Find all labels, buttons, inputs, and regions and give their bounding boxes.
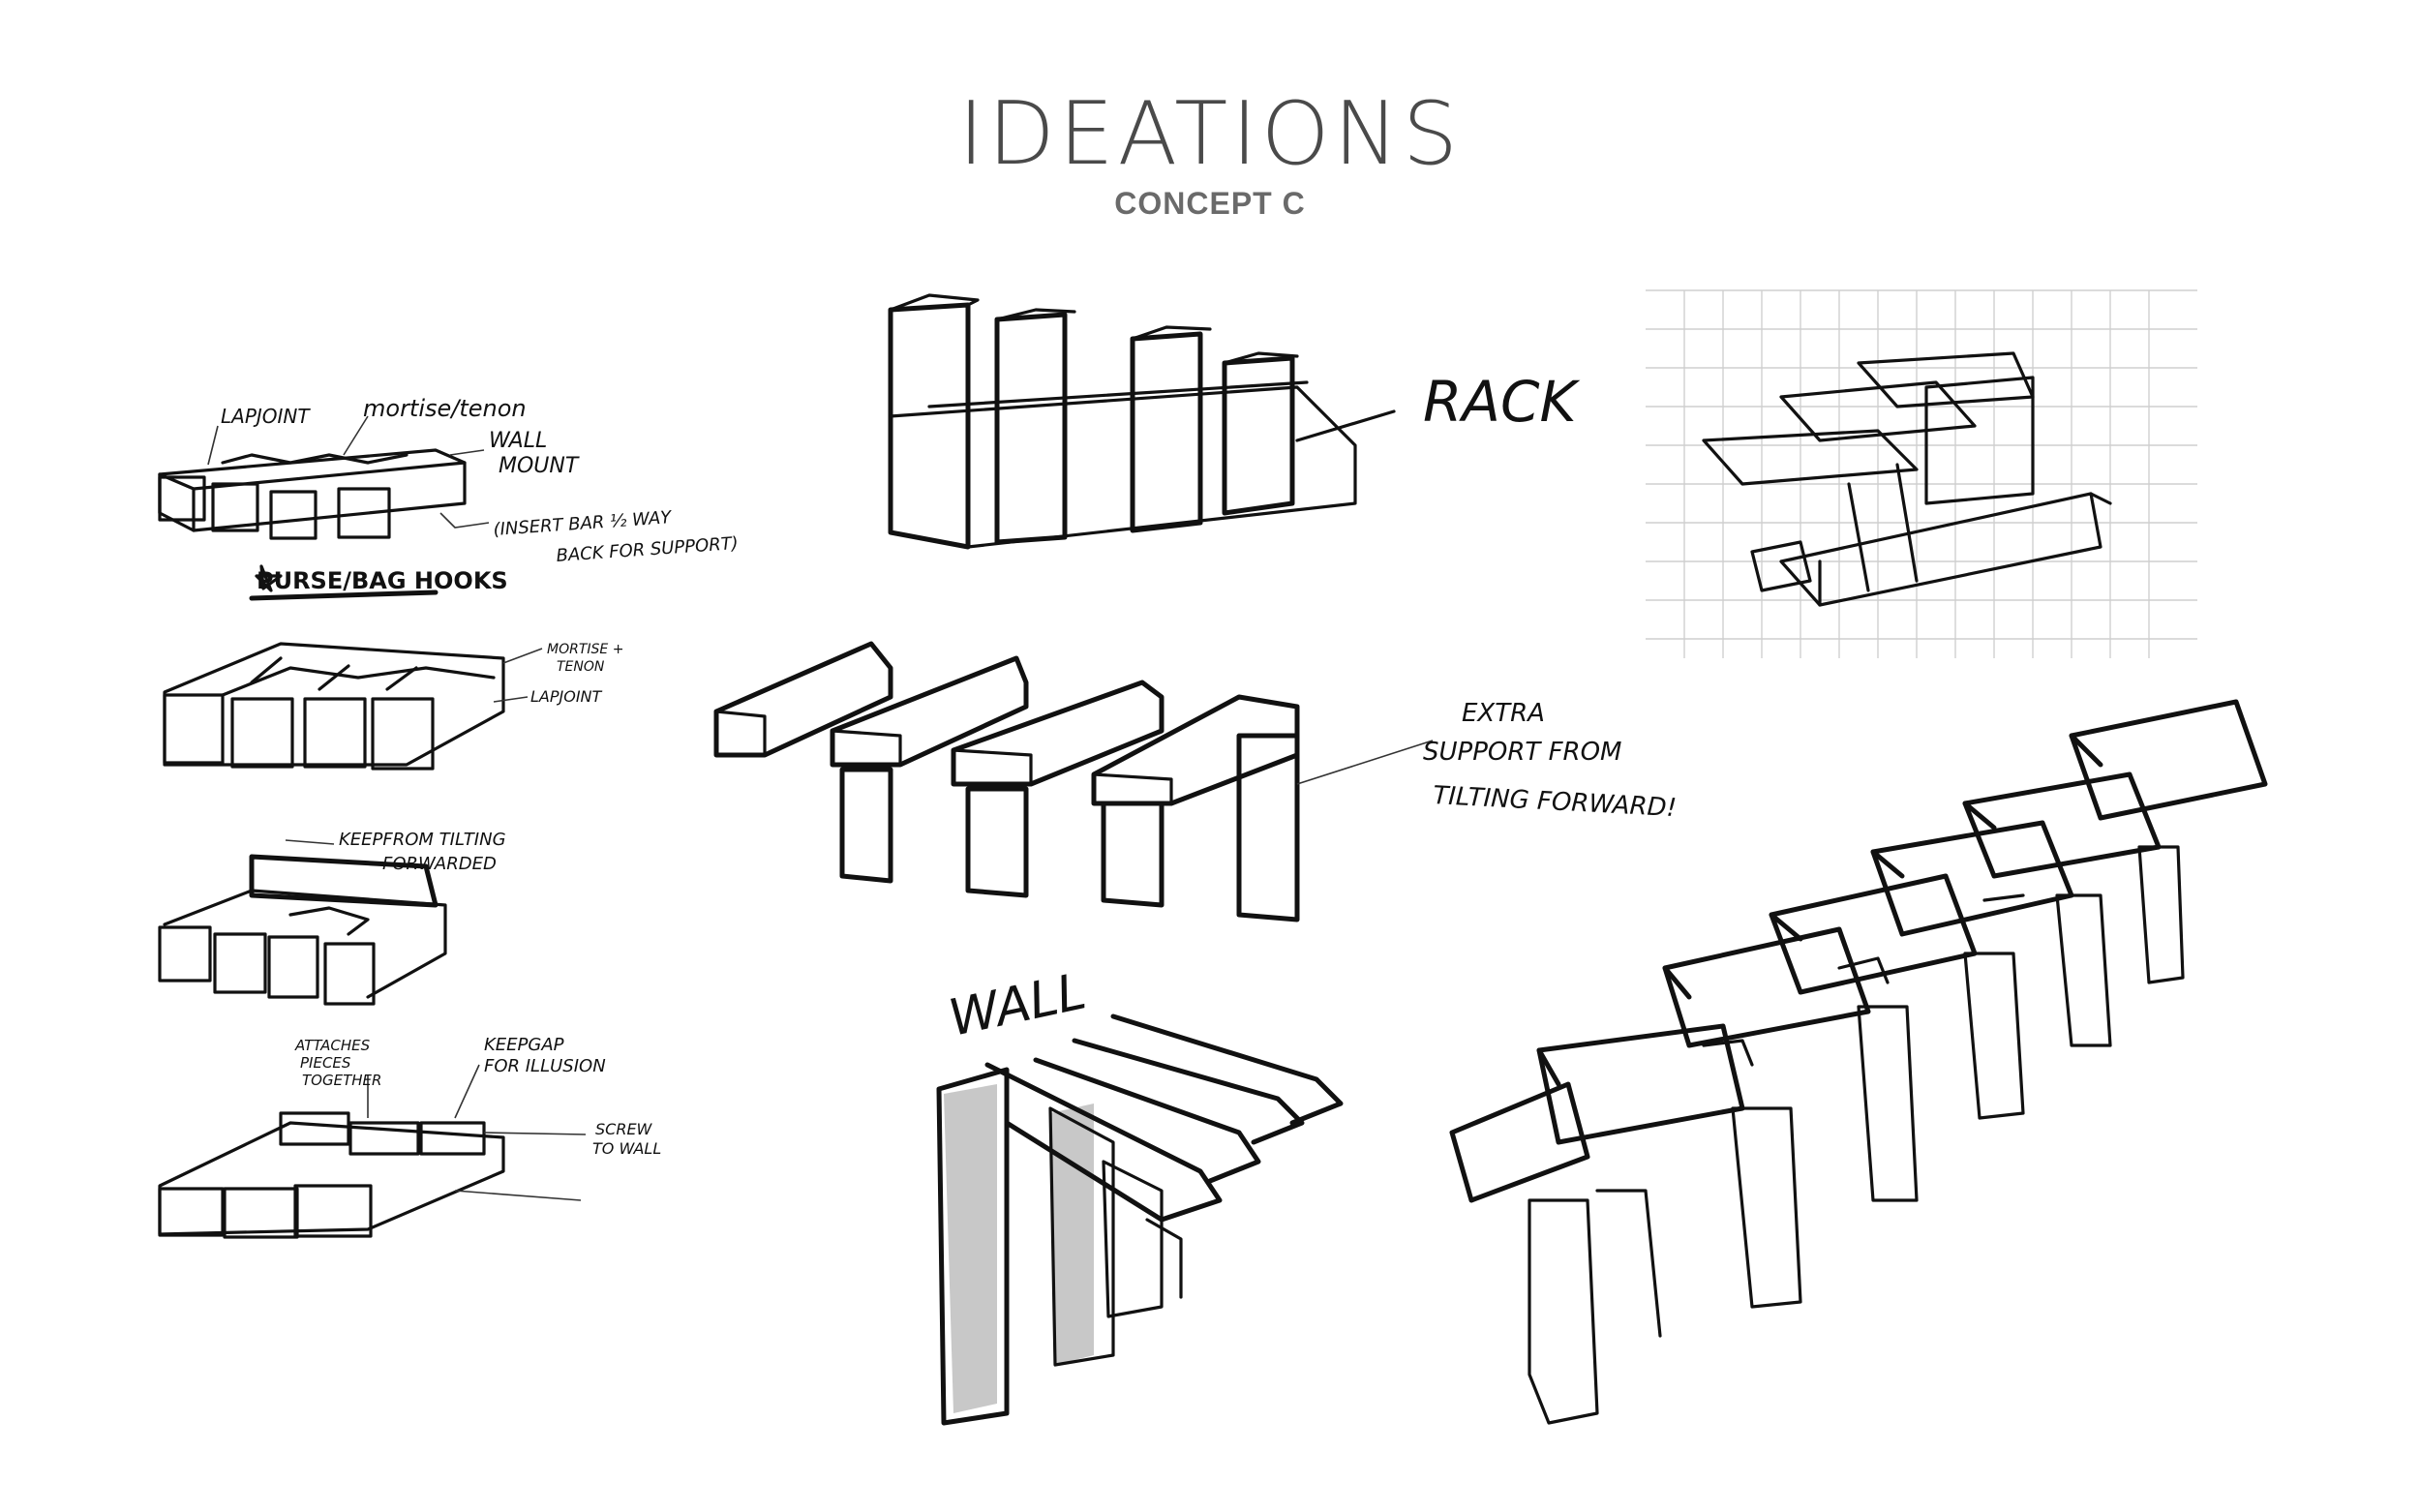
mortise2-note-b: TENON: [557, 659, 605, 675]
sketch-wall-screw: [158, 1064, 587, 1239]
sketch-large-rack: [1449, 699, 2268, 1425]
purse-hooks-underline: [249, 590, 439, 601]
attaches-note-1: ATTACHES: [294, 1037, 371, 1054]
screw-note-2: TO WALL: [592, 1139, 661, 1158]
rack-label: RACK: [1423, 369, 1580, 435]
star-icon: [255, 564, 283, 592]
page-title: IDEATIONS: [957, 83, 1463, 185]
mortise2-note-a: MORTISE +: [547, 642, 623, 657]
sketch-grid-study: [1646, 289, 2197, 658]
wall-note: WALL: [489, 429, 547, 453]
mount-note: MOUNT: [499, 454, 580, 478]
sketch-wall-shelf: [936, 1013, 1344, 1426]
sketch-rack: [888, 293, 1396, 550]
screw-note-1: SCREW: [595, 1120, 653, 1138]
extra-note-2: SUPPORT FROM: [1423, 738, 1622, 767]
sketch-anti-tilt: [158, 839, 447, 1006]
mortise-tenon-note: mortise/tenon: [363, 395, 527, 422]
insert-bar-note-2: BACK FOR SUPPORT): [556, 533, 740, 566]
extra-note-1: EXTRA: [1462, 699, 1545, 728]
lapjoint2-note: LAPJOINT: [530, 687, 603, 706]
sketch-extra-support: [713, 641, 1434, 922]
insert-bar-note-1: (INSERT BAR ½ WAY: [493, 507, 674, 540]
keep-gap-note-1: KEEPGAP: [484, 1035, 564, 1055]
sketch-lapjoint-rack: [158, 415, 490, 540]
keep-tilting-note-2: FORWARDED: [382, 854, 497, 874]
attaches-note-3: TOGETHER: [302, 1072, 381, 1089]
page-subtitle: CONCEPT C: [1114, 186, 1306, 221]
keep-gap-note-2: FOR ILLUSION: [484, 1056, 606, 1076]
extra-note-3: TILTING FORWARD!: [1433, 781, 1678, 823]
attaches-note-2: PIECES: [300, 1054, 351, 1072]
wall-label: WALL: [944, 962, 1091, 1047]
lapjoint-note: LAPJOINT: [221, 405, 311, 428]
keep-tilting-note-1: KEEPFROM TILTING: [339, 830, 506, 850]
purse-hooks-note: PURSE/BAG HOOKS: [257, 567, 508, 594]
sketch-mortise-grid: [163, 642, 543, 771]
